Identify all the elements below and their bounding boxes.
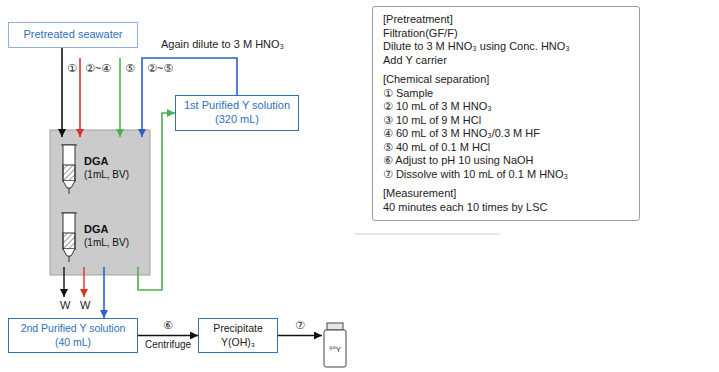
step-label: ②~⑤ <box>146 62 174 75</box>
node-text: Y(OH)₃ <box>221 336 255 349</box>
node-text: (1mL, BV) <box>84 169 129 182</box>
node-text: 2nd Purified Y solution <box>21 322 126 335</box>
reagent-arrow <box>79 58 81 137</box>
panel-edge <box>355 234 500 235</box>
column-holder <box>50 130 150 275</box>
node-text: 1st Purified Y solution <box>184 99 290 113</box>
process-arrow <box>138 335 198 337</box>
solution-box: 2nd Purified Y solution(40 mL) <box>8 318 138 353</box>
node-text: DGA <box>84 155 108 169</box>
protocol-box: [Pretreatment]Filtration(GF/F)Dilute to … <box>372 6 640 221</box>
protocol-line: ③ 10 mL of 9 M HCl <box>383 114 481 128</box>
step-label: ②~④ <box>84 62 112 75</box>
column-box: DGA(1mL, BV) <box>58 137 166 199</box>
protocol-line: ⑤ 40 mL of 0.1 M HCl <box>383 141 490 155</box>
note-text: Again dilute to 3 M HNO₃ <box>160 38 285 51</box>
waste-label: W <box>59 299 71 312</box>
step-label: ⑦ <box>294 319 306 332</box>
node-text: (320 mL) <box>215 113 259 127</box>
node-text: Pretreated seawater <box>23 28 122 42</box>
waste-arrow <box>83 267 84 297</box>
column-symbol <box>61 145 77 194</box>
protocol-line: 40 minutes each 10 times by LSC <box>383 201 547 215</box>
step-label: ⑥ <box>162 319 174 332</box>
process-arrow <box>278 335 322 337</box>
column-symbol <box>61 213 77 262</box>
vial-cap <box>327 323 343 330</box>
vial-body <box>324 330 346 367</box>
reagent-arrow <box>119 58 121 137</box>
source-box: Pretreated seawater <box>8 22 138 48</box>
protocol-line: ⑦ Dissolve with 10 mL of 0.1 M HNO₃ <box>383 168 568 182</box>
protocol-line: Dilute to 3 M HNO₃ using Conc. HNO₃ <box>383 40 570 54</box>
protocol-line: Filtration(GF/F) <box>383 27 458 41</box>
eluate-line <box>138 113 175 290</box>
solution-box: 1st Purified Y solution(320 mL) <box>175 95 299 131</box>
protocol-line: Add Y carrier <box>383 54 447 68</box>
step-label: ① <box>66 62 78 75</box>
node-text: DGA <box>84 223 108 237</box>
section-heading: [Pretreatment] <box>383 13 453 27</box>
protocol-line: ① Sample <box>383 87 433 101</box>
section-heading: [Chemical separation] <box>383 73 489 87</box>
protocol-line: ⑥ Adjust to pH 10 using NaOH <box>383 154 534 168</box>
protocol-line: ② 10 mL of 3 M HNO₃ <box>383 100 492 114</box>
step-label: ⑤ <box>124 62 136 75</box>
column-box: DGA(1mL, BV) <box>58 205 166 267</box>
vial-shape: ⁹⁰Y <box>322 322 348 368</box>
node-text: ⁹⁰Y <box>329 345 341 355</box>
waste-label: W <box>79 299 91 312</box>
waste-arrow <box>63 267 64 297</box>
process-label: Centrifuge <box>144 339 192 351</box>
precipitate-box: PrecipitateY(OH)₃ <box>198 318 278 353</box>
eluate-arrow <box>103 267 105 318</box>
node-text: (40 mL) <box>55 336 91 349</box>
protocol-line: ④ 60 mL of 3 M HNO₃/0.3 M HF <box>383 127 540 141</box>
sample-arrow <box>61 48 63 137</box>
node-text: Precipitate <box>213 322 263 335</box>
section-heading: [Measurement] <box>383 187 456 201</box>
node-text: (1mL, BV) <box>84 237 129 250</box>
